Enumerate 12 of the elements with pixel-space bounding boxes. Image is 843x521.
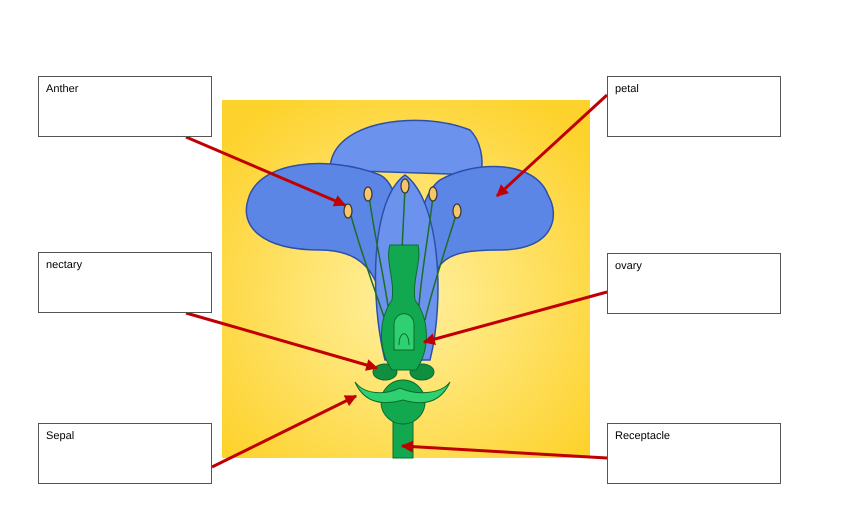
label-box: nectary xyxy=(38,252,212,313)
leader-line xyxy=(211,394,358,468)
label-box: Receptacle xyxy=(607,423,781,484)
leader-line xyxy=(186,312,378,371)
label-box: Sepal xyxy=(38,423,212,484)
leader-line xyxy=(422,290,608,345)
label-box: Anther xyxy=(38,76,212,137)
leader-line xyxy=(185,136,346,206)
label-box: petal xyxy=(607,76,781,137)
label-box: ovary xyxy=(607,253,781,314)
leader-line xyxy=(400,440,608,460)
leader-line xyxy=(496,94,608,198)
